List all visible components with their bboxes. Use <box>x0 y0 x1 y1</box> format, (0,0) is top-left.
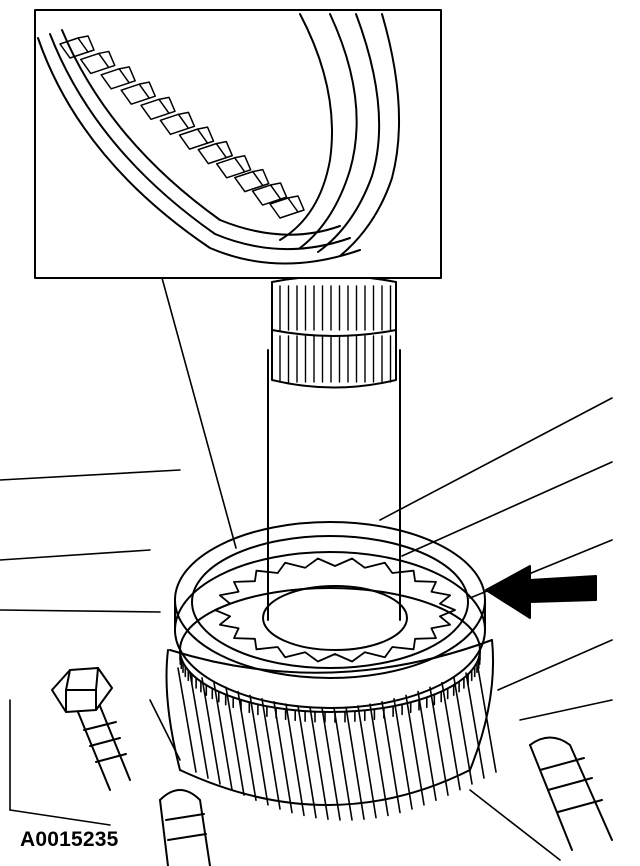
detail-inset <box>34 9 442 279</box>
direction-arrow <box>485 565 597 619</box>
synchronizer-ring <box>174 521 486 723</box>
bolt-left <box>51 667 131 791</box>
leader-line <box>161 277 237 549</box>
housing-outline <box>0 397 613 861</box>
splined-hub <box>214 557 456 663</box>
bolt-right <box>529 736 613 851</box>
figure-id-label: A0015235 <box>20 828 119 851</box>
helical-gear <box>165 639 497 821</box>
bolt-bottom-left <box>159 789 211 866</box>
input-shaft <box>267 275 401 621</box>
